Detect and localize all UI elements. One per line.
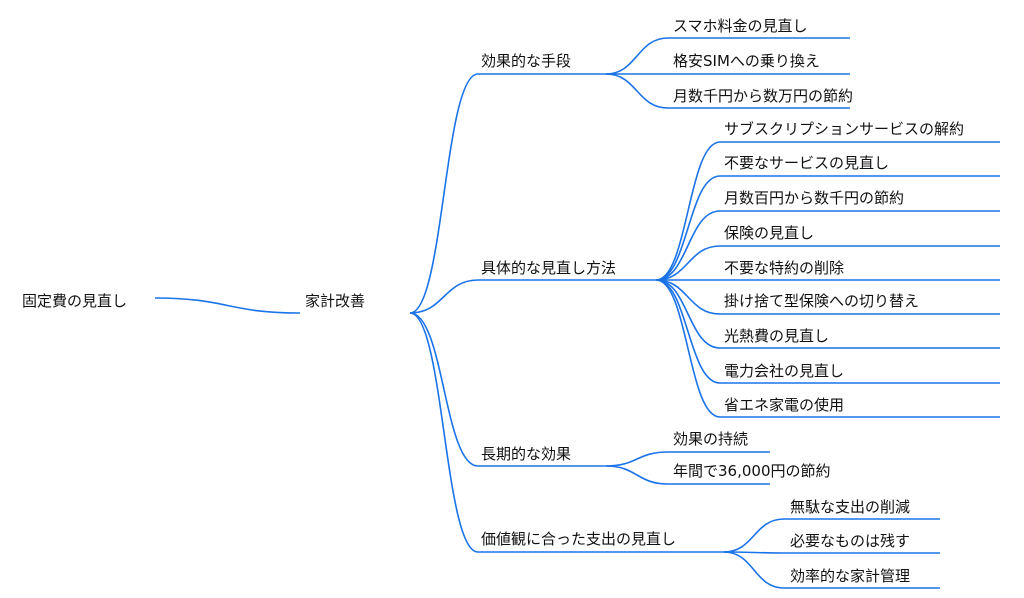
leaf-item-label: 不要な特約の削除: [724, 259, 844, 277]
branch-to-leaf-edge: [655, 279, 721, 384]
topic-to-branch-edge: [409, 312, 479, 553]
branch-to-leaf-edge: [605, 37, 669, 75]
leaf-item-label: 効率的な家計管理: [790, 567, 910, 585]
leaf-item-label: 年間で36,000円の節約: [673, 462, 831, 480]
branch-to-leaf-edge: [655, 210, 721, 281]
leaf-item-label: 省エネ家電の使用: [724, 396, 844, 414]
branch-to-leaf-edge: [655, 141, 721, 281]
leaf-item-label: スマホ料金の見直し: [673, 17, 808, 35]
leaf-item-label: 月数百円から数千円の節約: [724, 189, 904, 207]
branch-to-leaf-edge: [655, 279, 721, 349]
leaf-item-label: 格安SIMへの乗り換え: [673, 52, 820, 70]
branch-to-leaf-edge: [605, 451, 669, 467]
branch-to-leaf-edge: [605, 465, 669, 485]
branch-to-leaf-edge: [723, 518, 785, 553]
branch-to-leaf-edge: [605, 73, 669, 109]
leaf-item-label: サブスクリプションサービスの解約: [724, 120, 964, 138]
topic-to-branch-edge: [409, 73, 479, 314]
leaf-item-label: 必要なものは残す: [790, 532, 910, 550]
leaf-item-label: 不要なサービスの見直し: [724, 154, 889, 172]
branch-to-leaf-edge: [655, 245, 721, 281]
branch-values-label: 価値観に合った支出の見直し: [481, 530, 676, 548]
leaf-item-label: 保険の見直し: [724, 224, 814, 242]
leaf-item-label: 掛け捨て型保険への切り替え: [724, 292, 919, 310]
topic-to-branch-edge: [409, 279, 479, 314]
leaf-item-label: 無駄な支出の削減: [790, 498, 910, 516]
branch-effective-means-label: 効果的な手段: [481, 52, 571, 70]
topic-to-branch-edge: [409, 312, 479, 467]
branch-to-leaf-edge: [655, 279, 721, 315]
branch-to-leaf-edge: [723, 551, 785, 589]
root-to-topic-edge: [154, 297, 301, 314]
branch-long-term-label: 長期的な効果: [481, 445, 571, 463]
branch-concrete-methods-label: 具体的な見直し方法: [481, 259, 616, 277]
root-node-label: 固定費の見直し: [22, 292, 127, 310]
topic-node-label: 家計改善: [305, 292, 365, 310]
leaf-item-label: 月数千円から数万円の節約: [673, 87, 853, 105]
leaf-item-label: 電力会社の見直し: [724, 362, 844, 380]
leaf-item-label: 光熱費の見直し: [724, 327, 829, 345]
branch-to-leaf-edge: [655, 279, 721, 418]
branch-to-leaf-edge: [655, 175, 721, 281]
leaf-item-label: 効果の持続: [673, 430, 748, 448]
